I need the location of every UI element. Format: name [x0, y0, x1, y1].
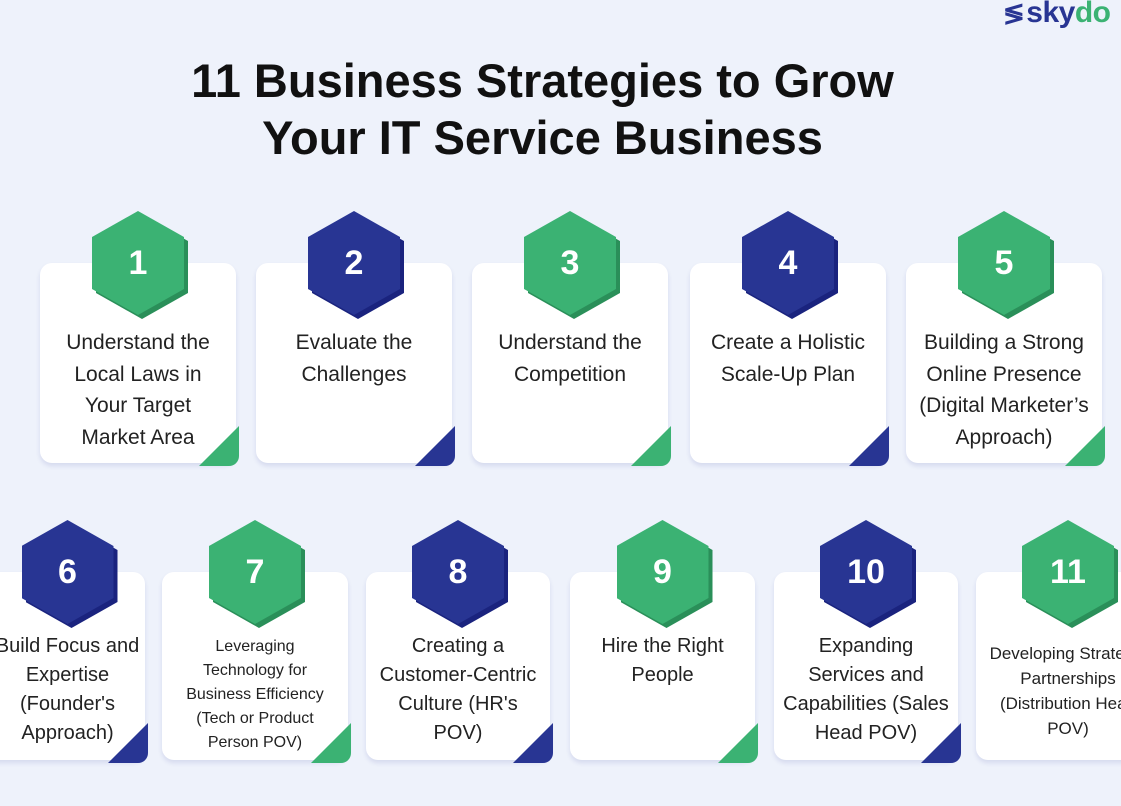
- skydo-logo: ≶skydo: [1003, 0, 1111, 30]
- hexagon-badge: 2: [308, 211, 404, 319]
- strategy-number: 7: [245, 553, 265, 591]
- hexagon-badge: 9: [616, 520, 713, 628]
- hexagon-badge: 4: [742, 211, 838, 319]
- strategy-text: Understand the Competition: [498, 331, 642, 386]
- page-title: 11 Business Strategies to Grow Your IT S…: [191, 54, 894, 164]
- strategy-number: 10: [847, 553, 885, 591]
- logo-mark-icon: ≶: [1003, 0, 1025, 28]
- hexagon-badge: 11: [1022, 520, 1118, 628]
- strategy-text: Hire the Right People: [601, 635, 724, 686]
- hexagon-icon: [308, 211, 400, 315]
- strategy-number: 4: [778, 244, 798, 282]
- hexagon-badge: 3: [524, 211, 620, 319]
- strategy-number: 6: [58, 553, 77, 591]
- hexagon-badge: 1: [92, 211, 188, 319]
- corner-accent: [631, 426, 671, 466]
- strategy-number: 1: [128, 244, 148, 282]
- corner-accent: [415, 426, 455, 466]
- strategy-text: Understand the Local Laws in Your Target…: [66, 331, 210, 449]
- strategy-text: Create a Holistic Scale-Up Plan: [710, 331, 866, 386]
- hexagon-badge: 10: [820, 520, 916, 628]
- hexagon-icon: [1022, 520, 1114, 624]
- hexagon-badge: 7: [209, 520, 305, 628]
- logo-text-sky: sky: [1026, 0, 1075, 29]
- logo-text-do: do: [1074, 0, 1111, 29]
- corner-accent: [849, 426, 889, 466]
- strategy-number: 2: [344, 244, 364, 282]
- hexagon-badge: 8: [412, 520, 508, 628]
- hexagon-badge: 6: [21, 520, 118, 628]
- strategy-number: 5: [994, 244, 1014, 282]
- strategy-number: 9: [653, 553, 672, 591]
- corner-accent: [718, 723, 758, 763]
- strategy-text: Building a Strong Online Presence (Digit…: [919, 331, 1089, 449]
- strategy-text: Developing Strategic Partnerships (Distr…: [989, 644, 1121, 738]
- strategy-text: Leveraging Technology for Business Effic…: [186, 638, 324, 751]
- strategy-text: Evaluate the Challenges: [295, 331, 413, 386]
- strategy-number: 8: [448, 553, 468, 591]
- strategy-number: 3: [560, 244, 580, 282]
- strategy-number: 11: [1050, 553, 1086, 591]
- strategy-text: Creating a Customer-Centric Culture (HR'…: [379, 635, 537, 744]
- hexagon-badge: 5: [958, 211, 1054, 319]
- strategy-text: Build Focus and Expertise (Founder's App…: [0, 635, 140, 744]
- strategy-text: Expanding Services and Capabilities (Sal…: [783, 635, 949, 744]
